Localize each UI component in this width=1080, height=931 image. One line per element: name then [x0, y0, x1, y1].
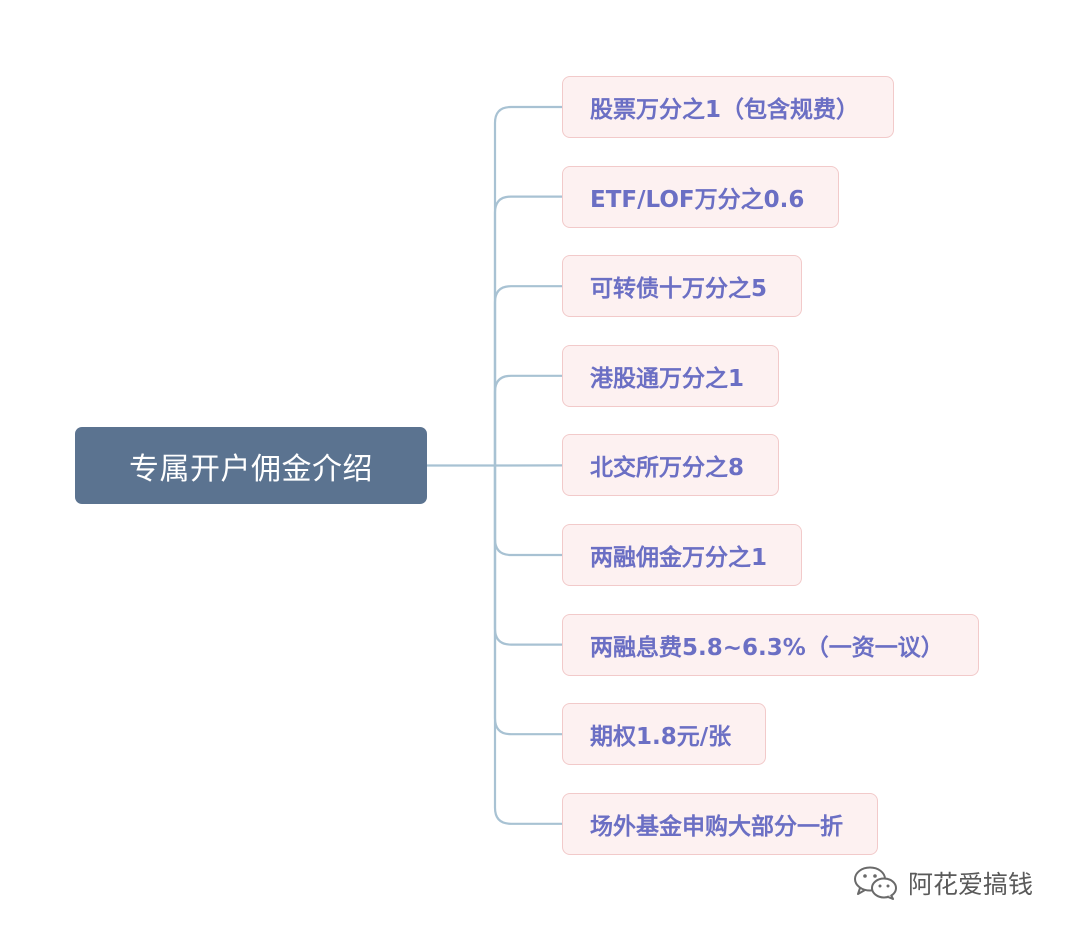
child-node-margin-interest[interactable]: 两融息费5.8~6.3%（一资一议）: [562, 613, 979, 676]
child-node-label: 期权1.8元/张: [590, 724, 732, 751]
child-node-otc-fund[interactable]: 场外基金申购大部分一折: [562, 792, 878, 855]
branch-connector-line: [493, 464, 564, 557]
watermark: 阿花爱搞钱: [852, 864, 1033, 902]
child-node-convertible-bond[interactable]: 可转债十万分之5: [562, 255, 803, 318]
child-node-label: 港股通万分之1: [590, 365, 745, 392]
child-node-label: ETF/LOF万分之0.6: [590, 186, 805, 213]
child-node-label: 两融佣金万分之1: [590, 545, 768, 571]
child-node-bse[interactable]: 北交所万分之8: [562, 434, 780, 497]
child-node-hk-connect[interactable]: 港股通万分之1: [562, 344, 780, 407]
branch-connector-line: [493, 464, 564, 736]
root-node[interactable]: 专属开户佣金介绍: [75, 427, 427, 504]
child-node-label: 北交所万分之8: [590, 455, 745, 482]
child-node-stock[interactable]: 股票万分之1（包含规费）: [562, 76, 895, 138]
child-node-label: 股票万分之1（包含规费）: [590, 97, 860, 123]
branch-connector-line: [493, 374, 564, 467]
root-node-label: 专属开户佣金介绍: [129, 451, 373, 487]
child-node-etf-lof[interactable]: ETF/LOF万分之0.6: [562, 165, 840, 228]
branch-connector-line: [493, 285, 564, 467]
branch-connector-line: [493, 464, 564, 825]
branch-connector-line: [493, 105, 564, 467]
child-node-label: 可转债十万分之5: [590, 276, 768, 303]
watermark-text: 阿花爱搞钱: [908, 870, 1034, 899]
child-node-margin-commission[interactable]: 两融佣金万分之1: [562, 524, 803, 586]
child-node-label: 场外基金申购大部分一折: [590, 813, 843, 840]
wechat-icon: [854, 866, 897, 900]
child-node-options[interactable]: 期权1.8元/张: [562, 703, 767, 766]
child-node-label: 两融息费5.8~6.3%（一资一议）: [590, 634, 944, 661]
branch-connector-line: [493, 195, 564, 467]
